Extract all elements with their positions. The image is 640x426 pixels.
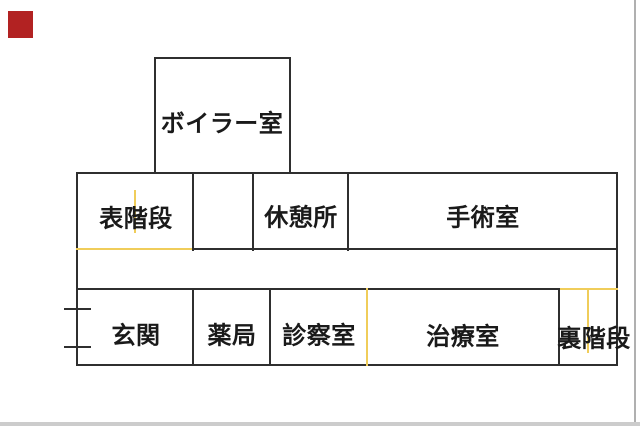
wall-boiler-right [289, 57, 291, 173]
wall-main-left [76, 172, 78, 366]
wall-main-right [616, 172, 618, 366]
room-label-boiler: ボイラー室 [160, 110, 284, 138]
highlight-front-stairs-tick [134, 190, 136, 233]
room-label-rest-area: 休憩所 [264, 204, 338, 232]
highlight-back-stairs-top [560, 288, 618, 290]
wall-row2-divider-4 [558, 288, 560, 366]
room-label-pharmacy: 薬局 [207, 322, 257, 350]
wall-boiler-left [154, 57, 156, 173]
wall-row2-divider-2 [269, 288, 271, 366]
page-right-edge [634, 0, 636, 422]
wall-row1-divider-1 [192, 172, 194, 251]
room-label-entrance: 玄関 [111, 322, 161, 350]
wall-main-bottom [76, 364, 618, 366]
wall-row2-top [76, 288, 560, 290]
room-label-treatment-room: 治療室 [426, 323, 500, 351]
red-square-marker [8, 11, 33, 38]
room-label-exam-room: 診察室 [282, 322, 356, 350]
wall-left-tick-lower [64, 346, 91, 348]
wall-boiler-top [154, 57, 291, 59]
room-label-front-stairs: 表階段 [99, 205, 173, 233]
room-label-operating-room: 手術室 [446, 204, 520, 232]
highlight-front-stairs-bottom [76, 248, 194, 250]
wall-row1-divider-2 [252, 172, 254, 251]
wall-row1-divider-3 [347, 172, 349, 251]
highlight-row2-divider-3 [366, 288, 368, 366]
wall-row1-bottom [192, 248, 618, 250]
page-bottom-bar [0, 422, 640, 426]
room-label-back-stairs: 裏階段 [557, 325, 631, 353]
highlight-back-stairs-tick [587, 290, 589, 353]
wall-row2-divider-1 [192, 288, 194, 366]
wall-left-tick-upper [64, 308, 91, 310]
